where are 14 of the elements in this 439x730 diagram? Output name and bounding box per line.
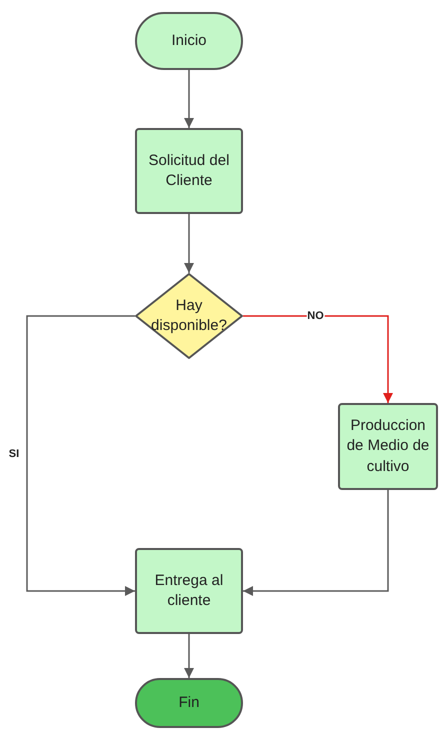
arrow bbox=[184, 214, 194, 273]
decision-diamond: Hay disponible? bbox=[135, 273, 243, 359]
process-box: Solicitud del Cliente bbox=[135, 128, 243, 214]
edge-label: SI bbox=[8, 448, 20, 460]
edge-label: NO bbox=[306, 310, 325, 322]
arrow bbox=[184, 634, 194, 678]
arrow bbox=[26, 315, 135, 596]
terminal-pill: Fin bbox=[135, 678, 243, 728]
arrow bbox=[243, 490, 389, 596]
process-box: Produccion de Medio de cultivo bbox=[338, 403, 438, 490]
arrow bbox=[184, 70, 194, 128]
process-box: Entrega al cliente bbox=[135, 548, 243, 634]
arrow bbox=[243, 315, 393, 403]
terminal-pill: Inicio bbox=[135, 12, 243, 70]
